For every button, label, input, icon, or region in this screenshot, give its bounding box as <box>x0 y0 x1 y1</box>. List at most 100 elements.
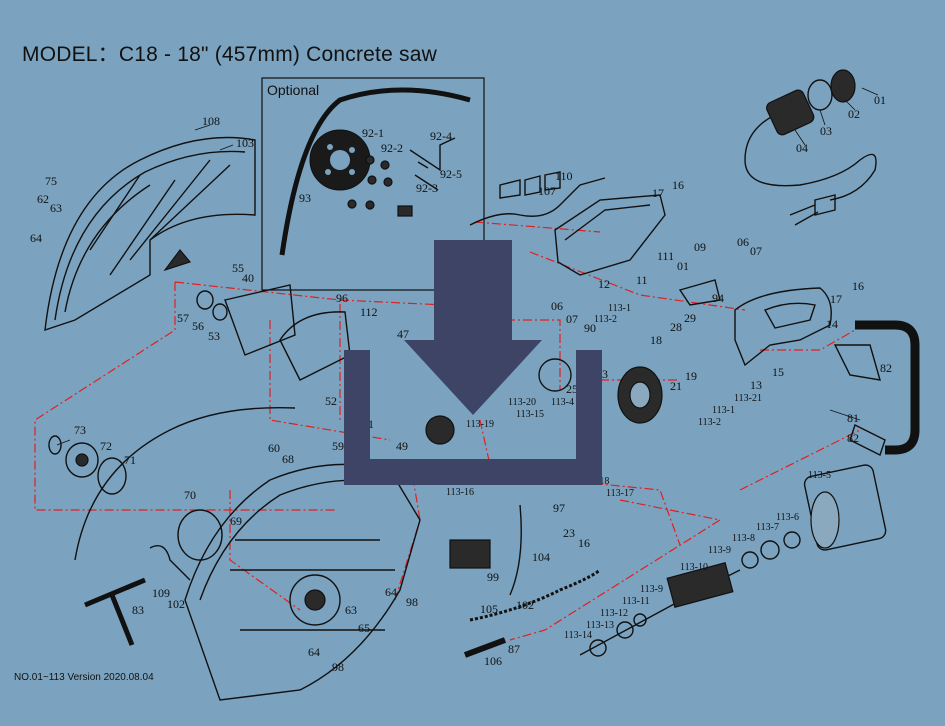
part-number: 94 <box>712 291 724 305</box>
part-number: 06 <box>551 299 563 313</box>
part-number: 113-2 <box>698 417 721 428</box>
part-number: 19 <box>685 369 697 383</box>
part-number: 71 <box>124 453 136 467</box>
blade-flanges <box>48 435 223 561</box>
part-number: 56 <box>192 319 204 333</box>
part-number: 97 <box>553 501 565 515</box>
part-number: 15 <box>772 365 784 379</box>
gearbox-parts <box>196 284 663 658</box>
power-cord-assembly <box>744 69 877 226</box>
part-number: 109 <box>152 586 170 600</box>
part-number: -18 <box>596 476 609 487</box>
motor-housing <box>469 171 721 306</box>
part-number: 113-17 <box>606 488 634 499</box>
part-number: 57 <box>177 311 189 325</box>
part-number: 113-1 <box>608 303 631 314</box>
part-number: 113-9 <box>640 584 663 595</box>
part-number: 68 <box>282 452 294 466</box>
part-number: 90 <box>584 321 596 335</box>
part-number: 28 <box>670 320 682 334</box>
part-number: 07 <box>566 312 578 326</box>
part-number: 111 <box>657 249 674 263</box>
part-number: 63 <box>345 603 357 617</box>
part-number: 106 <box>484 654 502 668</box>
part-number: 82 <box>847 431 859 445</box>
part-number: 23 <box>563 526 575 540</box>
part-number: 04 <box>796 141 808 155</box>
part-number: 16 <box>852 279 864 293</box>
part-number: 65 <box>358 621 370 635</box>
part-number: 21 <box>670 379 682 393</box>
part-number: 92-4 <box>430 129 452 143</box>
part-number: 13 <box>750 378 762 392</box>
part-number: 113-7 <box>756 522 779 533</box>
part-numbers: 01 02 03 04 108 103 75 62 63 64 92-1 92-… <box>30 93 892 674</box>
optional-parts <box>279 87 471 256</box>
part-number: 112 <box>360 305 378 319</box>
part-number: 113-16 <box>446 487 474 498</box>
part-number: 113-12 <box>600 608 628 619</box>
part-number: 16 <box>672 178 684 192</box>
part-number: 110 <box>555 169 573 183</box>
part-number: 64 <box>385 585 397 599</box>
part-number: 96 <box>336 291 348 305</box>
part-number: 113-2 <box>594 314 617 325</box>
part-number: 72 <box>100 439 112 453</box>
part-number: 17 <box>652 186 664 200</box>
part-number: 104 <box>532 550 550 564</box>
part-number: 18 <box>650 333 662 347</box>
part-number: 113-1 <box>712 405 735 416</box>
front-handle <box>833 320 920 456</box>
part-number: 09 <box>694 240 706 254</box>
part-number: 87 <box>508 642 520 656</box>
part-number: 40 <box>242 271 254 285</box>
part-number: 113-5 <box>808 470 831 481</box>
part-number: 59 <box>332 439 344 453</box>
part-number: 02 <box>848 107 860 121</box>
part-number: 98 <box>406 595 418 609</box>
download-icon[interactable] <box>344 240 602 485</box>
part-number: 107 <box>538 184 556 198</box>
part-number: 06 <box>737 235 749 249</box>
part-number: 55 <box>232 261 244 275</box>
part-number: 03 <box>820 124 832 138</box>
optional-parts-box <box>261 77 485 291</box>
part-number: 63 <box>50 201 62 215</box>
part-number: 52 <box>325 394 337 408</box>
part-number: 62 <box>37 192 49 206</box>
part-number: 113-19 <box>466 419 494 430</box>
part-number: 01 <box>874 93 886 107</box>
part-number: 01 <box>677 259 689 273</box>
part-number: 73 <box>74 423 86 437</box>
part-number: 69 <box>230 514 242 528</box>
blade-guard-upper <box>44 136 256 332</box>
part-number: 70 <box>184 488 196 502</box>
part-number: 82 <box>880 361 892 375</box>
part-number: 92-3 <box>416 181 438 195</box>
part-number: 25 <box>566 382 578 396</box>
part-number: 53 <box>208 329 220 343</box>
part-number: 113-6 <box>776 512 799 523</box>
part-number: 17 <box>830 292 842 306</box>
part-number: 3 <box>602 367 608 381</box>
optional-label: Optional <box>267 82 320 98</box>
part-number: 12 <box>598 277 610 291</box>
part-number: 113-13 <box>586 620 614 631</box>
part-number: 64 <box>308 645 320 659</box>
part-number: 92-5 <box>440 167 462 181</box>
part-number: 98 <box>332 660 344 674</box>
part-number: 102 <box>167 597 185 611</box>
part-number: 113-14 <box>564 630 592 641</box>
part-number: 64 <box>30 231 42 245</box>
part-number: 113-15 <box>516 409 544 420</box>
part-number: 83 <box>132 603 144 617</box>
part-number: 99 <box>487 570 499 584</box>
leader-lines <box>56 87 879 446</box>
part-number: 113-9 <box>708 545 731 556</box>
part-number: 11 <box>636 273 648 287</box>
part-number: 103 <box>236 136 254 150</box>
part-number: 92-1 <box>362 126 384 140</box>
part-number: 81 <box>847 411 859 425</box>
part-number: 75 <box>45 174 57 188</box>
model-title: MODEL：C18 - 18" (457mm) Concrete saw <box>22 43 437 66</box>
